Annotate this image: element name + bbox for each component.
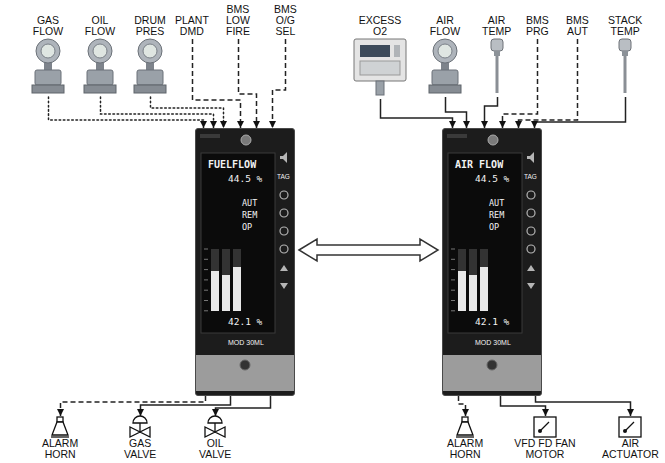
display-text: AIR FLOW [455,159,503,170]
input-device: BMS PRG [526,15,549,37]
transmitter-symbol [132,37,168,95]
display-text: REM [242,211,257,220]
signal-line [101,97,214,128]
display-text: OP [489,223,499,232]
valve-symbol [129,416,151,438]
display-text: FUELFLOW [208,159,256,170]
device-label: PLANT DMD [175,15,209,37]
transmitter-symbol [427,37,463,95]
display-text: 44.5 % [228,174,262,184]
device-label: BMS PRG [526,15,549,37]
controller-panel: AIR FLOW 44.5 % TAG AUT REM OP 42.1 % MOD 30ML [442,128,542,396]
device-label: GAS FLOW [33,15,63,37]
input-device: DRUM PRES [132,15,168,95]
temperature-probe-symbol [487,37,507,95]
output-device: OIL VALVE [199,416,231,460]
signal-line [535,97,626,128]
actuator-symbol [533,416,557,438]
input-device: GAS FLOW [30,15,66,95]
signal-line [61,396,206,416]
device-label: BMS O/G SEL [274,4,297,37]
horn-symbol [455,416,475,438]
device-label: STACK TEMP [608,15,642,37]
device-label: OIL VALVE [199,438,231,460]
display-text: 42.1 % [475,317,509,327]
device-label: ALARM HORN [447,438,483,460]
signal-line [216,396,271,416]
communication-arrow [299,239,438,261]
valve-symbol [204,416,226,438]
signal-line [503,39,538,128]
device-label: BMS AUT [566,15,589,37]
signal-line [239,39,257,128]
display-text: TAG [524,173,537,180]
display-text: 44.5 % [475,174,509,184]
display-text: OP [242,223,252,232]
signal-line [151,97,224,128]
device-label: EXCESS O2 [359,15,402,37]
display-text: AUT [242,199,257,208]
transmitter-symbol [30,37,66,95]
output-device: GAS VALVE [124,416,156,460]
controller-panel: FUELFLOW 44.5 % TAG AUT REM OP 42.1 % MOD 30ML [195,128,295,396]
input-device: AIR FLOW [427,15,463,95]
display-text: AUT [489,199,504,208]
device-label: AIR TEMP [482,15,511,37]
transmitter-symbol [82,37,118,95]
signal-line [141,396,231,416]
display-text: REM [489,211,504,220]
signal-line [459,396,466,416]
input-device: EXCESS O2 [352,15,408,97]
signal-line [501,396,546,416]
output-device: ALARM HORN [447,416,483,460]
actuator-symbol [618,416,642,438]
input-device: BMS LOW FIRE [226,4,250,37]
device-label: GAS VALVE [124,438,156,460]
signal-line [446,97,467,128]
input-device: AIR TEMP [482,15,511,95]
horn-symbol [50,416,70,438]
signal-line [273,39,286,128]
output-device: ALARM HORN [42,416,78,460]
signal-line [536,396,631,416]
device-label: OIL FLOW [85,15,115,37]
input-device: OIL FLOW [82,15,118,95]
temperature-probe-symbol [615,37,635,95]
device-label: VFD FD FAN MOTOR [505,438,585,460]
display-text: TAG [277,173,290,180]
signal-line [381,99,453,128]
output-device: AIR ACTUATOR [602,416,659,460]
input-device: STACK TEMP [608,15,642,95]
input-device: BMS O/G SEL [274,4,297,37]
device-label: AIR FLOW [430,15,460,37]
signal-line [485,97,498,128]
display-text: MOD 30ML [475,339,511,347]
display-text: MOD 30ML [228,339,264,347]
device-label: DRUM PRES [134,15,166,37]
input-device: BMS AUT [566,15,589,37]
device-label: ALARM HORN [42,438,78,460]
device-label: AIR ACTUATOR [602,438,659,460]
signal-line [193,39,241,128]
input-device: PLANT DMD [175,15,209,37]
display-text: 42.1 % [228,317,262,327]
device-label: BMS LOW FIRE [226,4,250,37]
signal-line [519,39,578,128]
output-device: VFD FD FAN MOTOR [505,416,585,460]
analyzer-symbol [352,37,408,97]
signal-line [49,97,204,128]
